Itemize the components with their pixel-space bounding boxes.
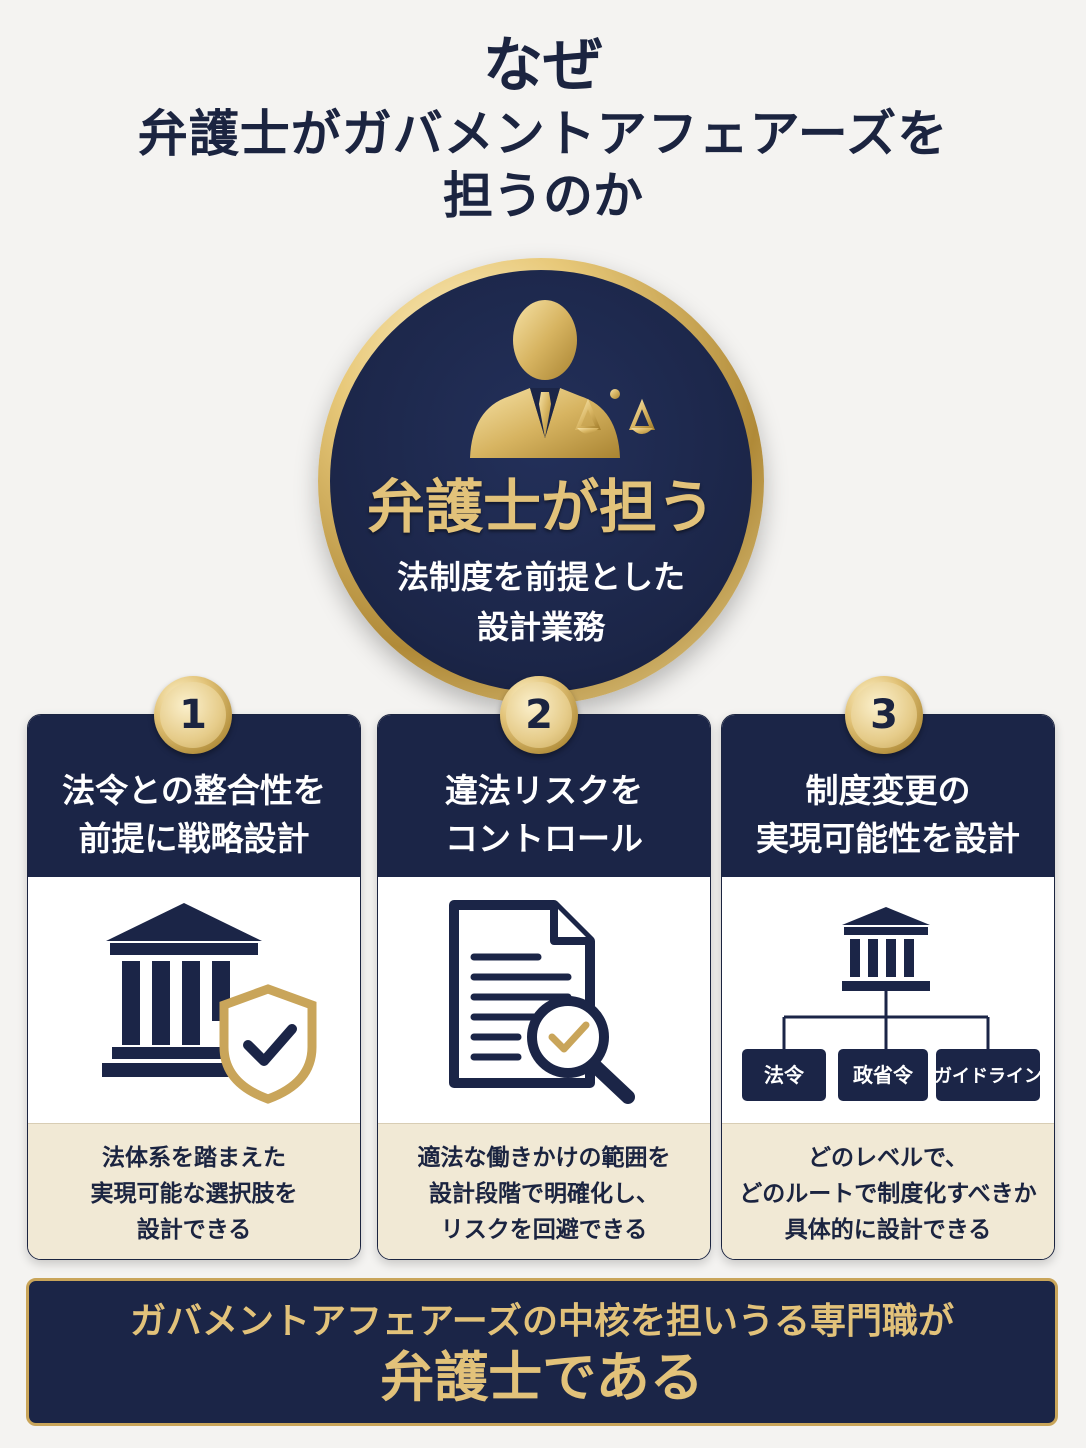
conclusion-line-1: ガバメントアフェアーズの中核を担いうる専門職が: [129, 1301, 955, 1342]
card-2-description: 適法な働きかけの範囲を 設計段階で明確化し、 リスクを回避できる: [378, 1123, 710, 1259]
medallion-sub-line-2: 設計業務: [476, 608, 605, 646]
lawyer-medallion: 弁護士が担う 法制度を前提とした 設計業務: [318, 258, 764, 704]
card-2-desc-line-3: リスクを回避できる: [440, 1217, 648, 1243]
card-2-number-badge: 2: [500, 676, 578, 754]
medallion-subtext: 法制度を前提とした 設計業務: [330, 552, 752, 652]
card-1-desc-line-3: 設計できる: [136, 1217, 252, 1243]
card-3-heading-line-1: 制度変更の: [805, 771, 971, 810]
card-3-heading-line-2: 実現可能性を設計: [756, 819, 1020, 858]
title-line-2: 弁護士がガバメントアフェアーズを: [137, 105, 949, 163]
card-2-desc-line-2: 設計段階で明確化し、: [429, 1181, 659, 1207]
card-1-desc-line-1: 法体系を踏まえた: [102, 1145, 286, 1171]
card-1-heading-line-2: 前提に戦略設計: [78, 819, 310, 858]
medallion-sub-line-1: 法制度を前提とした: [396, 558, 685, 596]
card-1-number-badge: 1: [154, 676, 232, 754]
card-3-description: どのレベルで、 どのルートで制度化すべきか 具体的に設計できる: [722, 1123, 1054, 1259]
card-1-heading-line-1: 法令との整合性を: [62, 771, 326, 810]
lawyer-with-scales-icon: [450, 288, 660, 468]
page-title: なぜ 弁護士がガバメントアフェアーズを 担うのか: [0, 28, 1086, 228]
card-1: 法令との整合性を 前提に戦略設計 法体系を踏まえた 実現可能な選択肢を 設計でき…: [27, 714, 361, 1260]
medallion-heading: 弁護士が担う: [366, 473, 715, 541]
tree-label-law: 法令: [764, 1063, 805, 1087]
card-1-number: 1: [160, 682, 226, 748]
title-line-1: なぜ: [483, 31, 603, 101]
card-1-desc-line-2: 実現可能な選択肢を: [90, 1181, 298, 1207]
document-magnifier-check-icon: [378, 877, 710, 1123]
card-2-desc-line-1: 適法な働きかけの範囲を: [417, 1145, 671, 1171]
tree-label-ordinance: 政省令: [853, 1063, 914, 1087]
card-1-description: 法体系を踏まえた 実現可能な選択肢を 設計できる: [28, 1123, 360, 1259]
card-3-number: 3: [851, 682, 917, 748]
card-3-heading: 制度変更の 実現可能性を設計: [722, 715, 1054, 877]
card-2-number: 2: [506, 682, 572, 748]
card-2-heading-line-1: 違法リスクを: [445, 771, 643, 810]
institution-shield-check-icon: [28, 877, 360, 1123]
card-3-number-badge: 3: [845, 676, 923, 754]
conclusion-banner: ガバメントアフェアーズの中核を担いうる専門職が 弁護士である: [26, 1278, 1058, 1426]
card-2-heading-line-2: コントロール: [445, 819, 643, 858]
conclusion-line-2: 弁護士である: [380, 1346, 704, 1409]
card-3-desc-line-1: どのレベルで、: [807, 1145, 969, 1171]
card-3: 制度変更の 実現可能性を設計 法令 政省令 ガイドライン: [721, 714, 1055, 1260]
institution-hierarchy-icon: 法令 政省令 ガイドライン: [722, 877, 1054, 1123]
card-3-desc-line-3: 具体的に設計できる: [784, 1217, 992, 1243]
title-line-3: 担うのか: [443, 167, 643, 225]
card-2: 違法リスクを コントロール 適法な働きかけの範囲を 設計段階で明確化し、 リスク…: [377, 714, 711, 1260]
tree-label-guideline: ガイドライン: [934, 1066, 1042, 1087]
card-3-desc-line-2: どのルートで制度化すべきか: [739, 1181, 1037, 1207]
